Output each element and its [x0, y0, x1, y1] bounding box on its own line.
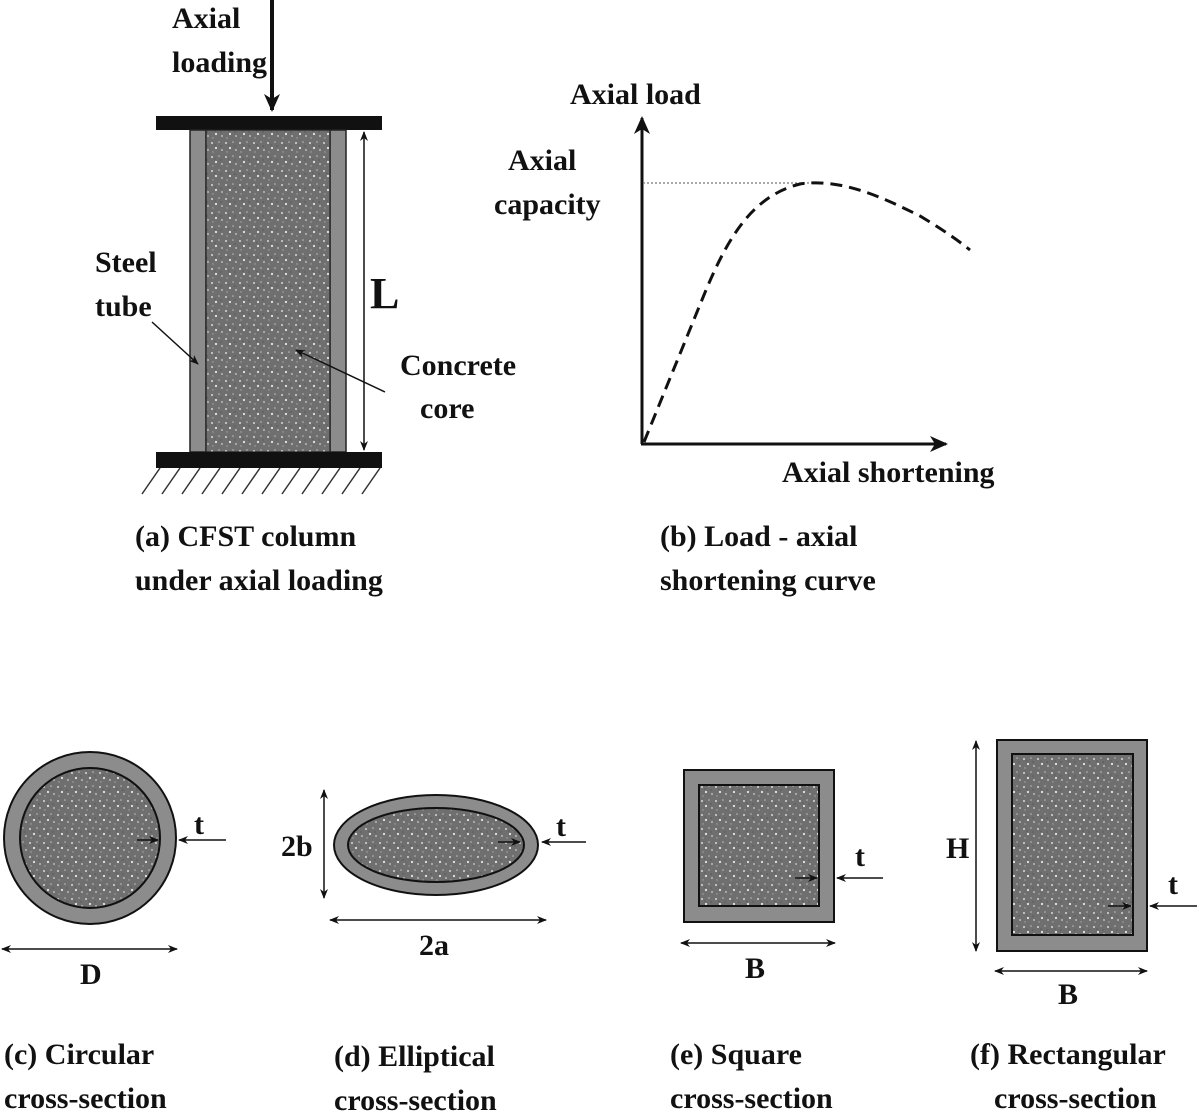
- square-width-label: B: [745, 952, 765, 985]
- panel-f-rectangular-section: t H B (f) Rectangular cross-section: [946, 739, 1197, 1115]
- square-concrete-core: [698, 784, 820, 907]
- panel-c-caption-2: cross-section: [4, 1082, 167, 1115]
- panel-f-caption-2: cross-section: [994, 1082, 1157, 1115]
- concrete-core: [205, 129, 331, 453]
- steel-tube-leader: [151, 321, 199, 365]
- panel-c-circular-section: t D (c) Circular cross-section: [1, 751, 226, 1115]
- steel-tube-right-wall: [329, 129, 347, 453]
- axial-loading-label-1: Axial: [172, 2, 240, 35]
- steel-tube-label-2: tube: [95, 290, 152, 323]
- panel-a-cfst-column: Axial loading L Steel t: [95, 0, 516, 597]
- fixed-support-hatch: [141, 467, 381, 495]
- panel-d-elliptical-section: t 2b 2a (d) Elliptical cross-section: [281, 789, 586, 1116]
- axial-loading-label-2: loading: [172, 46, 267, 79]
- panel-a-caption-2: under axial loading: [135, 564, 383, 597]
- panel-c-caption-1: (c) Circular: [4, 1038, 154, 1071]
- panel-a-caption-1: (a) CFST column: [135, 520, 356, 553]
- steel-tube-label-1: Steel: [95, 246, 157, 279]
- elliptical-concrete-core: [347, 807, 525, 883]
- axial-capacity-label-1: Axial: [508, 144, 576, 177]
- diameter-label: D: [80, 958, 102, 991]
- load-shortening-curve: [642, 181, 971, 443]
- panel-e-square-section: t B (e) Square cross-section: [670, 769, 883, 1115]
- length-label: L: [370, 269, 399, 318]
- square-thickness-label: t: [855, 840, 865, 873]
- panel-b-caption-2: shortening curve: [660, 564, 876, 597]
- height-label: H: [946, 832, 969, 865]
- elliptical-thickness-label: t: [556, 810, 566, 843]
- axial-capacity-label-2: capacity: [494, 188, 601, 221]
- panel-f-caption-1: (f) Rectangular: [970, 1038, 1166, 1071]
- panel-b-load-shortening-curve: Axial load Axial shortening Axial capaci…: [494, 78, 995, 597]
- rectangular-concrete-core: [1011, 753, 1134, 936]
- steel-tube-left-wall: [189, 129, 207, 453]
- panel-e-caption-1: (e) Square: [670, 1038, 802, 1071]
- panel-e-caption-2: cross-section: [670, 1082, 833, 1115]
- rectangular-width-label: B: [1058, 978, 1078, 1011]
- x-axis-label: Axial shortening: [782, 456, 995, 489]
- concrete-core-label-2: core: [420, 392, 474, 425]
- circular-concrete-core: [19, 767, 161, 909]
- panel-d-caption-1: (d) Elliptical: [334, 1040, 495, 1073]
- minor-axis-label: 2b: [281, 830, 313, 863]
- rectangular-thickness-label: t: [1168, 868, 1178, 901]
- bottom-plate: [156, 452, 382, 468]
- circular-thickness-label: t: [194, 808, 204, 841]
- y-axis-label: Axial load: [570, 78, 701, 111]
- concrete-core-leader: [295, 349, 386, 393]
- panel-d-caption-2: cross-section: [334, 1084, 497, 1116]
- major-axis-label: 2a: [419, 929, 449, 962]
- concrete-core-label-1: Concrete: [400, 349, 516, 382]
- top-plate: [156, 116, 382, 130]
- panel-b-caption-1: (b) Load - axial: [660, 520, 858, 553]
